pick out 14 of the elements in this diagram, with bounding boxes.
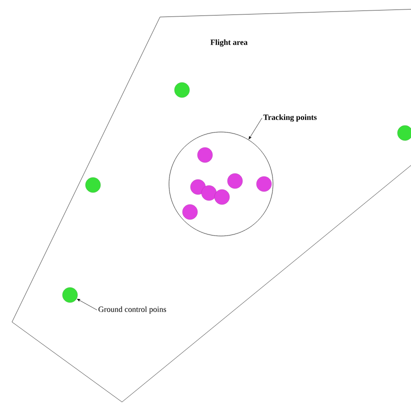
ground-control-point xyxy=(397,125,411,141)
ground-control-point xyxy=(62,287,78,303)
tracking-point xyxy=(197,147,213,163)
tracking-point xyxy=(201,185,217,201)
tracking-point xyxy=(256,176,272,192)
tracking-point xyxy=(227,173,243,189)
tracking-point xyxy=(214,189,230,205)
tracking-point xyxy=(190,179,206,195)
leader-line xyxy=(76,298,98,310)
tracking-point xyxy=(182,204,198,220)
ground-control-point xyxy=(85,177,101,193)
tracking-circle xyxy=(168,132,274,236)
leader-line xyxy=(248,118,262,140)
ground-control-point xyxy=(174,82,190,98)
